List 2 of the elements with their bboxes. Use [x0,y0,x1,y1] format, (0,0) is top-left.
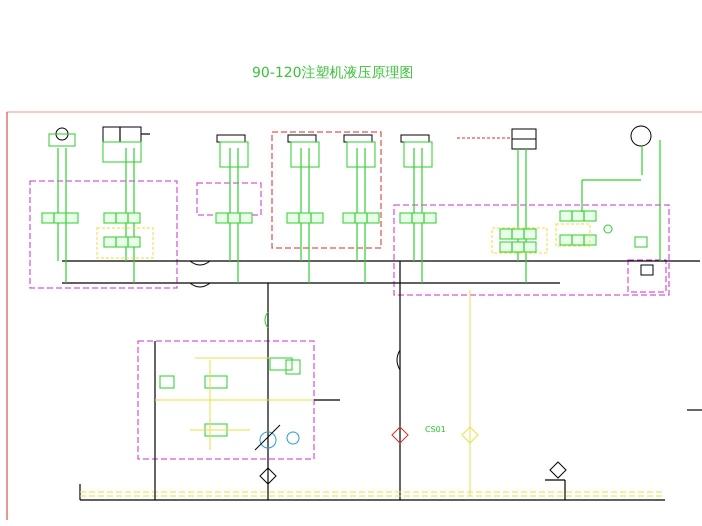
component-label: CS01 [425,425,446,434]
diagram-title: 90-120注塑机液压原理图 [252,64,414,82]
